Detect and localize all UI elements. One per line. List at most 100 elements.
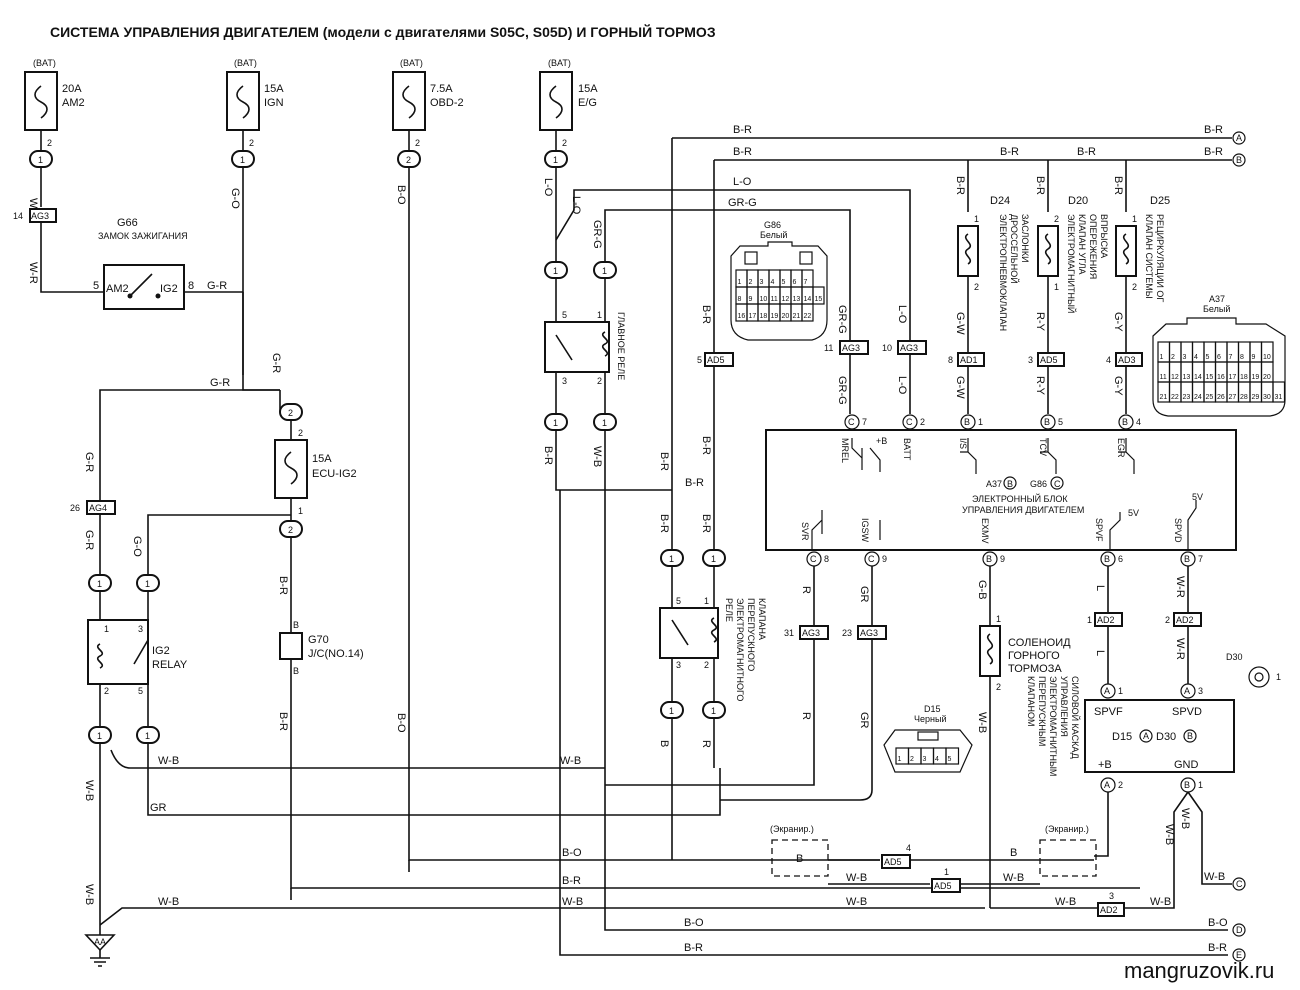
- connector-pin-label: 20: [1263, 374, 1271, 381]
- svg-text:1: 1: [711, 554, 716, 564]
- svg-text:3: 3: [1109, 891, 1114, 901]
- svg-text:G-R: G-R: [270, 353, 282, 373]
- svg-text:B-R: B-R: [684, 942, 703, 954]
- ignition-switch: G66 ЗАМОК ЗАЖИГАНИЯ AM2 IG2 5 8: [93, 217, 194, 310]
- connector-pin-label: 1: [1160, 354, 1164, 361]
- svg-text:R: R: [800, 586, 812, 594]
- connector-pin-label: 27: [1229, 394, 1237, 401]
- svg-text:C: C: [868, 554, 875, 564]
- svg-text:B-R: B-R: [1077, 146, 1096, 158]
- svg-text:1: 1: [1118, 686, 1123, 696]
- svg-text:ЭЛЕКТРОМАГНИТНЫЙ: ЭЛЕКТРОМАГНИТНЫЙ: [1066, 214, 1077, 313]
- svg-text:B: B: [293, 666, 299, 676]
- svg-text:9: 9: [1000, 554, 1005, 564]
- svg-text:1: 1: [978, 417, 983, 427]
- svg-text:SPVD: SPVD: [1172, 706, 1202, 718]
- svg-text:4: 4: [906, 843, 911, 853]
- main-relay-label: ГЛАВНОЕ РЕЛЕ: [616, 312, 626, 380]
- svg-text:1: 1: [1276, 672, 1281, 682]
- svg-text:B-R: B-R: [700, 436, 712, 455]
- connector-pin-label: 18: [760, 313, 768, 320]
- valve-d24: B-R D24 1 2 G-W AD1 8 G-W ЭЛЕКТРОПНЕВМОК…: [948, 160, 1030, 414]
- connector-pin-label: 8: [738, 296, 742, 303]
- fuse-ecu-ig2: 15A ECU-IG2: [274, 439, 357, 499]
- connector-pin-label: 5: [782, 279, 786, 286]
- svg-text:L-O: L-O: [570, 196, 582, 215]
- svg-text:ПЕРЕПУСКНЫМ: ПЕРЕПУСКНЫМ: [1037, 676, 1047, 746]
- svg-text:AG3: AG3: [802, 628, 820, 638]
- svg-text:L-O: L-O: [896, 376, 908, 395]
- svg-text:AM2: AM2: [106, 283, 129, 295]
- svg-text:2: 2: [1165, 615, 1170, 625]
- connector-pin-label: 19: [1252, 374, 1260, 381]
- svg-text:9: 9: [882, 554, 887, 564]
- svg-text:1: 1: [97, 731, 102, 741]
- svg-text:1: 1: [240, 155, 245, 165]
- connector-pin-label: 19: [771, 313, 779, 320]
- svg-text:L-O: L-O: [542, 178, 554, 197]
- svg-text:B: B: [1184, 554, 1190, 564]
- svg-text:D30: D30: [1226, 652, 1243, 662]
- svg-text:КЛАПАН СИСТЕМЫ: КЛАПАН СИСТЕМЫ: [1144, 214, 1154, 299]
- svg-text:GR-G: GR-G: [591, 220, 603, 249]
- svg-text:B-R: B-R: [658, 452, 670, 471]
- svg-text:КЛАПАНА: КЛАПАНА: [757, 598, 767, 640]
- svg-text:2: 2: [298, 428, 303, 438]
- svg-text:1: 1: [1087, 615, 1092, 625]
- svg-text:B-R: B-R: [733, 124, 752, 136]
- connector-pin-label: 23: [1183, 394, 1191, 401]
- connector-pin-label: 13: [1183, 374, 1191, 381]
- svg-text:MREL: MREL: [840, 438, 850, 463]
- svg-text:СОЛЕНОИД: СОЛЕНОИД: [1008, 637, 1071, 649]
- svg-text:GND: GND: [1174, 759, 1199, 771]
- connector-pin-label: 5: [948, 756, 952, 763]
- svg-text:8: 8: [948, 355, 953, 365]
- svg-text:B-O: B-O: [1208, 917, 1228, 929]
- svg-text:GR: GR: [150, 802, 167, 814]
- svg-text:3: 3: [1028, 355, 1033, 365]
- svg-text:B: B: [1044, 417, 1050, 427]
- svg-text:B-O: B-O: [395, 185, 407, 205]
- connector-pin-label: 11: [771, 296, 778, 303]
- svg-text:РЕЦИРКУЛЯЦИИ ОГ: РЕЦИРКУЛЯЦИИ ОГ: [1155, 214, 1165, 302]
- fuse-name: OBD-2: [430, 97, 464, 109]
- svg-text:RELAY: RELAY: [152, 659, 188, 671]
- svg-text:1: 1: [145, 579, 150, 589]
- junction-connector-g70: B G70 J/C(NO.14) B: [279, 620, 364, 676]
- svg-text:TCV: TCV: [1038, 438, 1048, 456]
- connector-pin-label: 10: [1263, 354, 1271, 361]
- svg-text:ОПЕРЕЖЕНИЯ: ОПЕРЕЖЕНИЯ: [1088, 214, 1098, 279]
- svg-text:B-R: B-R: [277, 576, 289, 595]
- svg-text:J/C(NO.14): J/C(NO.14): [308, 648, 364, 660]
- svg-text:1: 1: [38, 155, 43, 165]
- fuse-source: (BAT): [234, 58, 257, 68]
- svg-text:G-R: G-R: [83, 452, 95, 472]
- terminal-e: E: [1232, 948, 1246, 962]
- connector-pin-label: 16: [738, 313, 746, 320]
- connector-pin-label: 2: [1171, 354, 1175, 361]
- connector-ad3: AD3: [1118, 355, 1136, 365]
- svg-text:GR-G: GR-G: [836, 305, 848, 334]
- connector-pin-label: 4: [1194, 354, 1198, 361]
- connector-pin-label: 15: [1206, 374, 1214, 381]
- svg-text:+B: +B: [876, 436, 887, 446]
- svg-text:ПЕРЕПУСКНОГО: ПЕРЕПУСКНОГО: [746, 598, 756, 671]
- svg-text:W-B: W-B: [560, 755, 581, 767]
- terminal-b: B: [1232, 153, 1246, 167]
- svg-text:B-R: B-R: [542, 446, 554, 465]
- svg-text:4: 4: [1136, 417, 1141, 427]
- svg-text:B-R: B-R: [562, 875, 581, 887]
- svg-text:G86: G86: [764, 220, 781, 230]
- svg-text:РЕЛЕ: РЕЛЕ: [724, 598, 734, 622]
- svg-text:B: B: [1184, 780, 1190, 790]
- connector-pin-label: 29: [1252, 394, 1260, 401]
- svg-text:ЗАСЛОНКИ: ЗАСЛОНКИ: [1020, 214, 1030, 263]
- fuse-rating: 20A: [62, 83, 82, 95]
- svg-text:B-R: B-R: [733, 146, 752, 158]
- svg-text:5: 5: [676, 596, 681, 606]
- svg-text:G-O: G-O: [131, 536, 143, 557]
- svg-text:2: 2: [415, 138, 420, 148]
- svg-text:ЭЛЕКТРОМАГНИТНОГО: ЭЛЕКТРОМАГНИТНОГО: [735, 598, 745, 701]
